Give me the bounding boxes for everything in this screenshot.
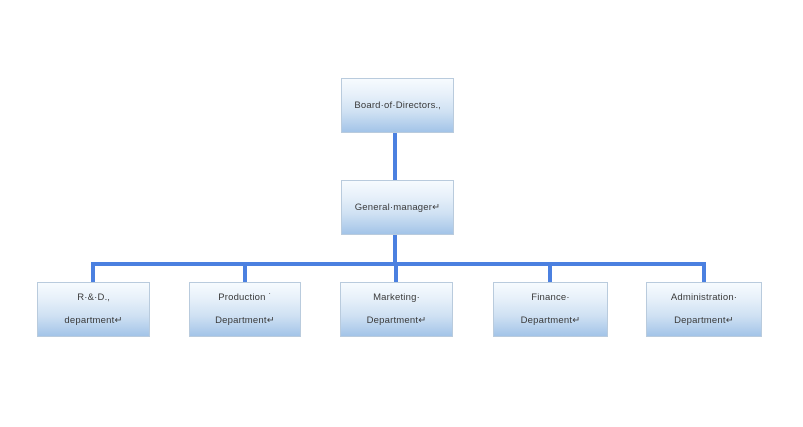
node-administration-department[interactable]: Administration· Department↵ bbox=[646, 282, 762, 337]
node-label-line: General·manager↵ bbox=[354, 201, 441, 213]
connector-drop-admin bbox=[702, 262, 706, 283]
node-label-line: department↵ bbox=[64, 315, 123, 326]
node-board-of-directors[interactable]: Board·of·Directors.‚ bbox=[341, 78, 454, 133]
node-label-line: Production ˙ bbox=[218, 292, 272, 303]
node-label-line: Department↵ bbox=[520, 315, 581, 326]
node-label-line: Department↵ bbox=[215, 315, 275, 326]
connector-gm-to-bus bbox=[393, 235, 397, 266]
connector-horizontal-bus bbox=[91, 262, 706, 266]
connector-drop-rd bbox=[91, 262, 95, 283]
node-label-line: Department↵ bbox=[674, 315, 734, 326]
connector-drop-marketing bbox=[394, 262, 398, 283]
node-label-line: Finance· bbox=[531, 292, 570, 303]
node-label-line: Board·of·Directors.‚ bbox=[354, 99, 441, 111]
node-label-line: R·&·D.‚ bbox=[77, 292, 110, 303]
node-finance-department[interactable]: Finance· Department↵ bbox=[493, 282, 608, 337]
connector-board-to-gm bbox=[393, 133, 397, 180]
node-label-line: Department↵ bbox=[366, 315, 427, 326]
connector-drop-production bbox=[243, 262, 247, 283]
connector-drop-finance bbox=[548, 262, 552, 283]
node-rd-department[interactable]: R·&·D.‚ department↵ bbox=[37, 282, 150, 337]
node-marketing-department[interactable]: Marketing· Department↵ bbox=[340, 282, 453, 337]
node-general-manager[interactable]: General·manager↵ bbox=[341, 180, 454, 235]
node-production-department[interactable]: Production ˙ Department↵ bbox=[189, 282, 301, 337]
node-label-line: Marketing· bbox=[373, 292, 420, 303]
node-label-line: Administration· bbox=[670, 292, 738, 303]
